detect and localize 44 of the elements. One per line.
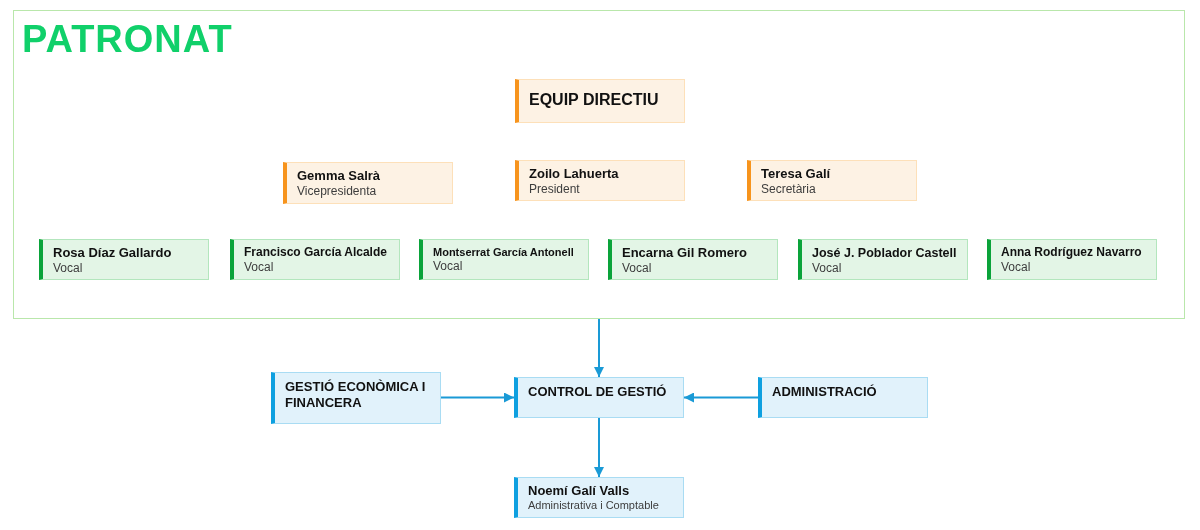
arrow [440,392,515,403]
person-card [515,160,685,201]
unit-title: CONTROL DE GESTIÓ [528,384,667,400]
role-title: Vocal [812,261,842,275]
arrow [683,392,759,403]
person-name: Anna Rodríguez Navarro [1001,245,1142,260]
role-title: Secretària [761,182,816,196]
person-name: Gemma Salrà [297,168,381,184]
person-name: Noemí Galí Valls [528,483,630,499]
person-name: José J. Poblador Castell [812,245,957,261]
group-title: PATRONAT [22,17,233,61]
role-title: President [529,182,580,196]
person-card [987,239,1157,280]
unit-title: ADMINISTRACIÓ [772,384,877,400]
role-title: Vocal [622,261,652,275]
role-title: Vocal [53,261,83,275]
person-card [283,162,453,204]
person-name: Montserrat García Antonell [433,245,574,259]
unit-box [758,377,928,418]
unit-box [514,377,684,418]
person-card [514,477,684,518]
group-frame [13,10,1185,319]
person-name: Francisco García Alcalde [244,245,387,260]
person-card [608,239,778,280]
person-card [747,160,917,201]
person-card [230,239,400,280]
unit-title: GESTIÓ ECONÒMICA I FINANCERA [285,379,427,411]
unit-box [271,372,441,424]
unit-title: EQUIP DIRECTIU [529,90,659,110]
person-name: Teresa Galí [761,166,831,182]
person-card [798,239,968,280]
person-card [419,239,589,280]
person-name: Encarna Gil Romero [622,245,747,261]
arrow [594,417,604,478]
person-card [39,239,209,280]
person-name: Rosa Díaz Gallardo [53,245,172,261]
role-title: Vocal [244,260,274,274]
role-title: Vocal [1001,260,1031,274]
person-name: Zoilo Lahuerta [529,166,619,182]
arrow [594,318,604,378]
role-title: Administrativa i Comptable [528,499,659,512]
unit-box [515,79,685,123]
role-title: Vicepresidenta [297,184,377,198]
role-title: Vocal [433,259,463,273]
